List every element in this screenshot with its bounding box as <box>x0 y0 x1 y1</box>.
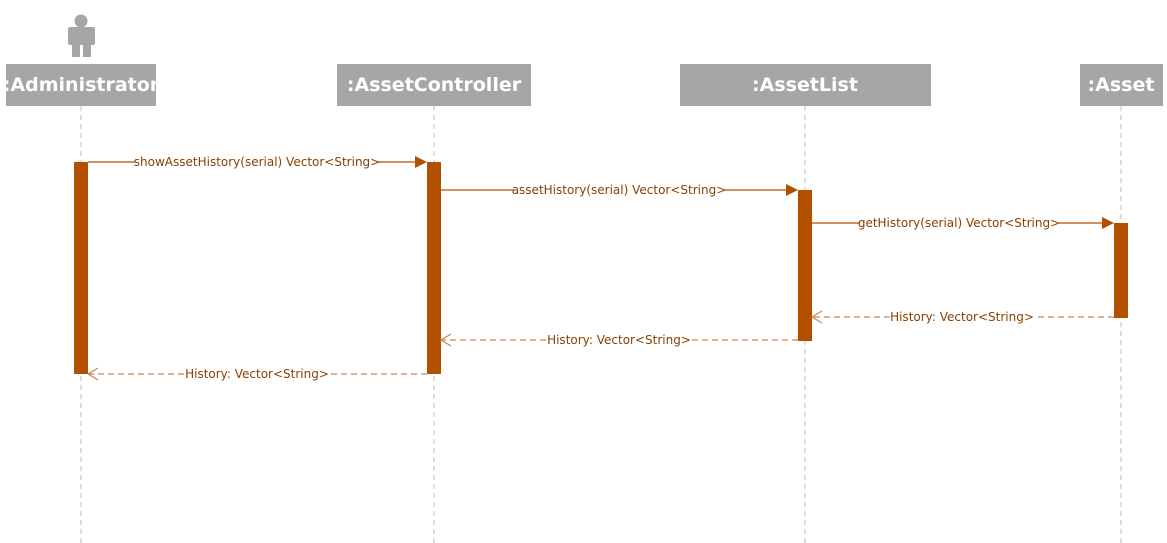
return-message-asset: History: Vector<String> <box>810 310 1114 324</box>
message-label: getHistory(serial) Vector<String> <box>858 216 1060 230</box>
lifeline-asset-label: :Asset <box>1088 74 1155 96</box>
message-get-history: getHistory(serial) Vector<String> <box>812 216 1114 230</box>
lifeline-administrator-label: :Administrator <box>3 74 160 96</box>
message-label: assetHistory(serial) Vector<String> <box>512 183 727 197</box>
actor-icon <box>68 14 95 57</box>
return-message-assetlist: History: Vector<String> <box>439 333 798 347</box>
filled-arrowhead-icon <box>1102 217 1114 229</box>
activation-assetlist <box>798 190 812 341</box>
filled-arrowhead-icon <box>415 156 427 168</box>
open-arrowhead-icon <box>86 367 99 381</box>
open-arrowhead-icon <box>439 333 452 347</box>
message-show-asset-history: showAssetHistory(serial) Vector<String> <box>88 155 427 169</box>
lifeline-assetlist[interactable]: :AssetList <box>680 64 931 106</box>
lifeline-assetcontroller-label: :AssetController <box>347 74 522 96</box>
message-label: History: Vector<String> <box>890 310 1034 324</box>
filled-arrowhead-icon <box>786 184 798 196</box>
message-label: History: Vector<String> <box>547 333 691 347</box>
message-asset-history: assetHistory(serial) Vector<String> <box>441 183 798 197</box>
activation-asset <box>1114 223 1128 318</box>
lifeline-assetlist-label: :AssetList <box>752 74 858 96</box>
activation-administrator <box>74 162 88 374</box>
lifeline-administrator[interactable]: :Administrator <box>3 64 160 106</box>
message-label: showAssetHistory(serial) Vector<String> <box>134 155 380 169</box>
lifeline-assetcontroller[interactable]: :AssetController <box>337 64 531 106</box>
return-message-assetcontroller: History: Vector<String> <box>86 367 427 381</box>
message-label: History: Vector<String> <box>185 367 329 381</box>
activation-assetcontroller <box>427 162 441 374</box>
open-arrowhead-icon <box>810 310 823 324</box>
lifeline-asset[interactable]: :Asset <box>1080 64 1163 106</box>
